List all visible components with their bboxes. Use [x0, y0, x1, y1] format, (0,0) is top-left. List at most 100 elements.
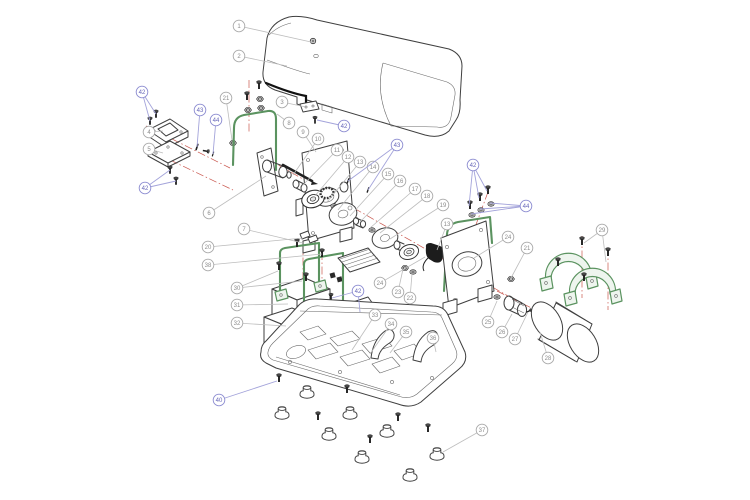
callout-number: 7: [242, 227, 246, 233]
callout-circle: [520, 241, 534, 255]
leader-line: [369, 188, 416, 229]
callout-number: 21: [223, 96, 230, 102]
callout-number: 16: [397, 179, 404, 185]
leader-line: [326, 161, 361, 203]
callout-number: 5: [147, 147, 151, 153]
callout-number: 27: [512, 337, 519, 343]
callout-circle: [201, 258, 215, 272]
callout-circle: [138, 181, 152, 195]
callout-3: 3: [275, 95, 307, 109]
callout-42: 42: [135, 85, 157, 122]
leader-line: [470, 205, 527, 215]
callout-44: 44: [470, 199, 533, 215]
callout-8: 8: [276, 113, 296, 130]
callout-circle: [519, 199, 533, 213]
callout-circle: [337, 119, 351, 133]
callout-circle: [201, 240, 215, 254]
callout-circle: [391, 285, 405, 299]
callout-circle: [495, 325, 509, 339]
callout-number: 22: [407, 296, 414, 302]
callout-37: 37: [442, 423, 489, 453]
callout-number: 20: [205, 245, 212, 251]
callout-number: 18: [424, 194, 431, 200]
callout-32: 32: [230, 316, 287, 330]
callout-circle: [209, 113, 223, 127]
leader-line: [236, 270, 279, 289]
leader-line: [301, 149, 338, 187]
left-bracket-assembly: [147, 109, 215, 185]
callout-number: 1: [237, 24, 241, 30]
callout-number: 9: [301, 130, 305, 136]
leader-line: [236, 322, 287, 327]
callout-circle: [368, 308, 382, 322]
callout-19: 19: [389, 198, 450, 240]
callout-number: 17: [412, 187, 419, 193]
leader-line: [337, 166, 374, 211]
callout-number: 10: [315, 137, 322, 143]
leader-line: [468, 164, 474, 207]
callout-number: 30: [234, 286, 241, 292]
callout-number: 6: [207, 211, 211, 217]
callout-number: 38: [205, 263, 212, 269]
callout-25: 25: [481, 300, 498, 329]
callout-circle: [237, 222, 251, 236]
callout-number: 15: [385, 172, 392, 178]
callout-38: 38: [201, 253, 323, 272]
callout-number: 42: [470, 163, 477, 169]
callout-18: 18: [379, 189, 434, 234]
leader-line: [442, 429, 483, 453]
callout-number: 43: [197, 108, 204, 114]
callout-27: 27: [508, 311, 529, 346]
rear-chassis-plate: [440, 185, 533, 317]
callout-35: 35: [389, 325, 413, 354]
callout-number: 34: [388, 322, 395, 328]
callout-30: 30: [230, 270, 303, 295]
callout-number: 8: [287, 121, 291, 127]
callout-42: 42: [316, 119, 351, 133]
callout-circle: [393, 174, 407, 188]
callout-43: 43: [347, 138, 404, 191]
callout-circle: [296, 125, 310, 139]
callout-circle: [426, 331, 440, 345]
callout-number: 13: [357, 160, 364, 166]
callout-number: 11: [334, 148, 341, 154]
leader-line: [238, 25, 312, 43]
callout-42: 42: [466, 158, 488, 207]
callout-28: 28: [539, 331, 555, 365]
callout-number: 40: [216, 398, 223, 404]
leader-line: [367, 144, 398, 191]
clamp-straps: [539, 236, 623, 307]
leader-line: [349, 173, 389, 217]
callout-circle: [202, 206, 216, 220]
callout-14: 14: [337, 160, 380, 211]
callout-circle: [230, 316, 244, 330]
callout-circle: [403, 291, 417, 305]
callout-43: 43: [193, 103, 207, 148]
callout-circle: [390, 138, 404, 152]
leader-line: [207, 253, 323, 266]
callout-circle: [351, 284, 365, 298]
callout-number: 14: [370, 165, 377, 171]
callout-number: 42: [341, 124, 348, 130]
callout-36: 36: [426, 331, 440, 353]
callout-circle: [595, 223, 609, 237]
callout-number: 21: [524, 246, 531, 252]
callout-circle: [373, 276, 387, 290]
leader-line: [207, 237, 304, 248]
callout-circle: [381, 167, 395, 181]
callout-17: 17: [369, 182, 422, 229]
leader-line: [479, 205, 527, 210]
callout-34: 34: [369, 317, 398, 355]
callout-circle: [142, 125, 156, 139]
callout-20: 20: [201, 237, 304, 254]
callout-21: 21: [219, 91, 233, 141]
callout-circle: [353, 155, 367, 169]
callout-number: 42: [355, 289, 362, 295]
callout-circle: [135, 85, 149, 99]
callout-number: 28: [545, 356, 552, 362]
leader-line: [292, 138, 319, 176]
callout-7: 7: [237, 222, 304, 244]
callout-15: 15: [349, 167, 395, 217]
